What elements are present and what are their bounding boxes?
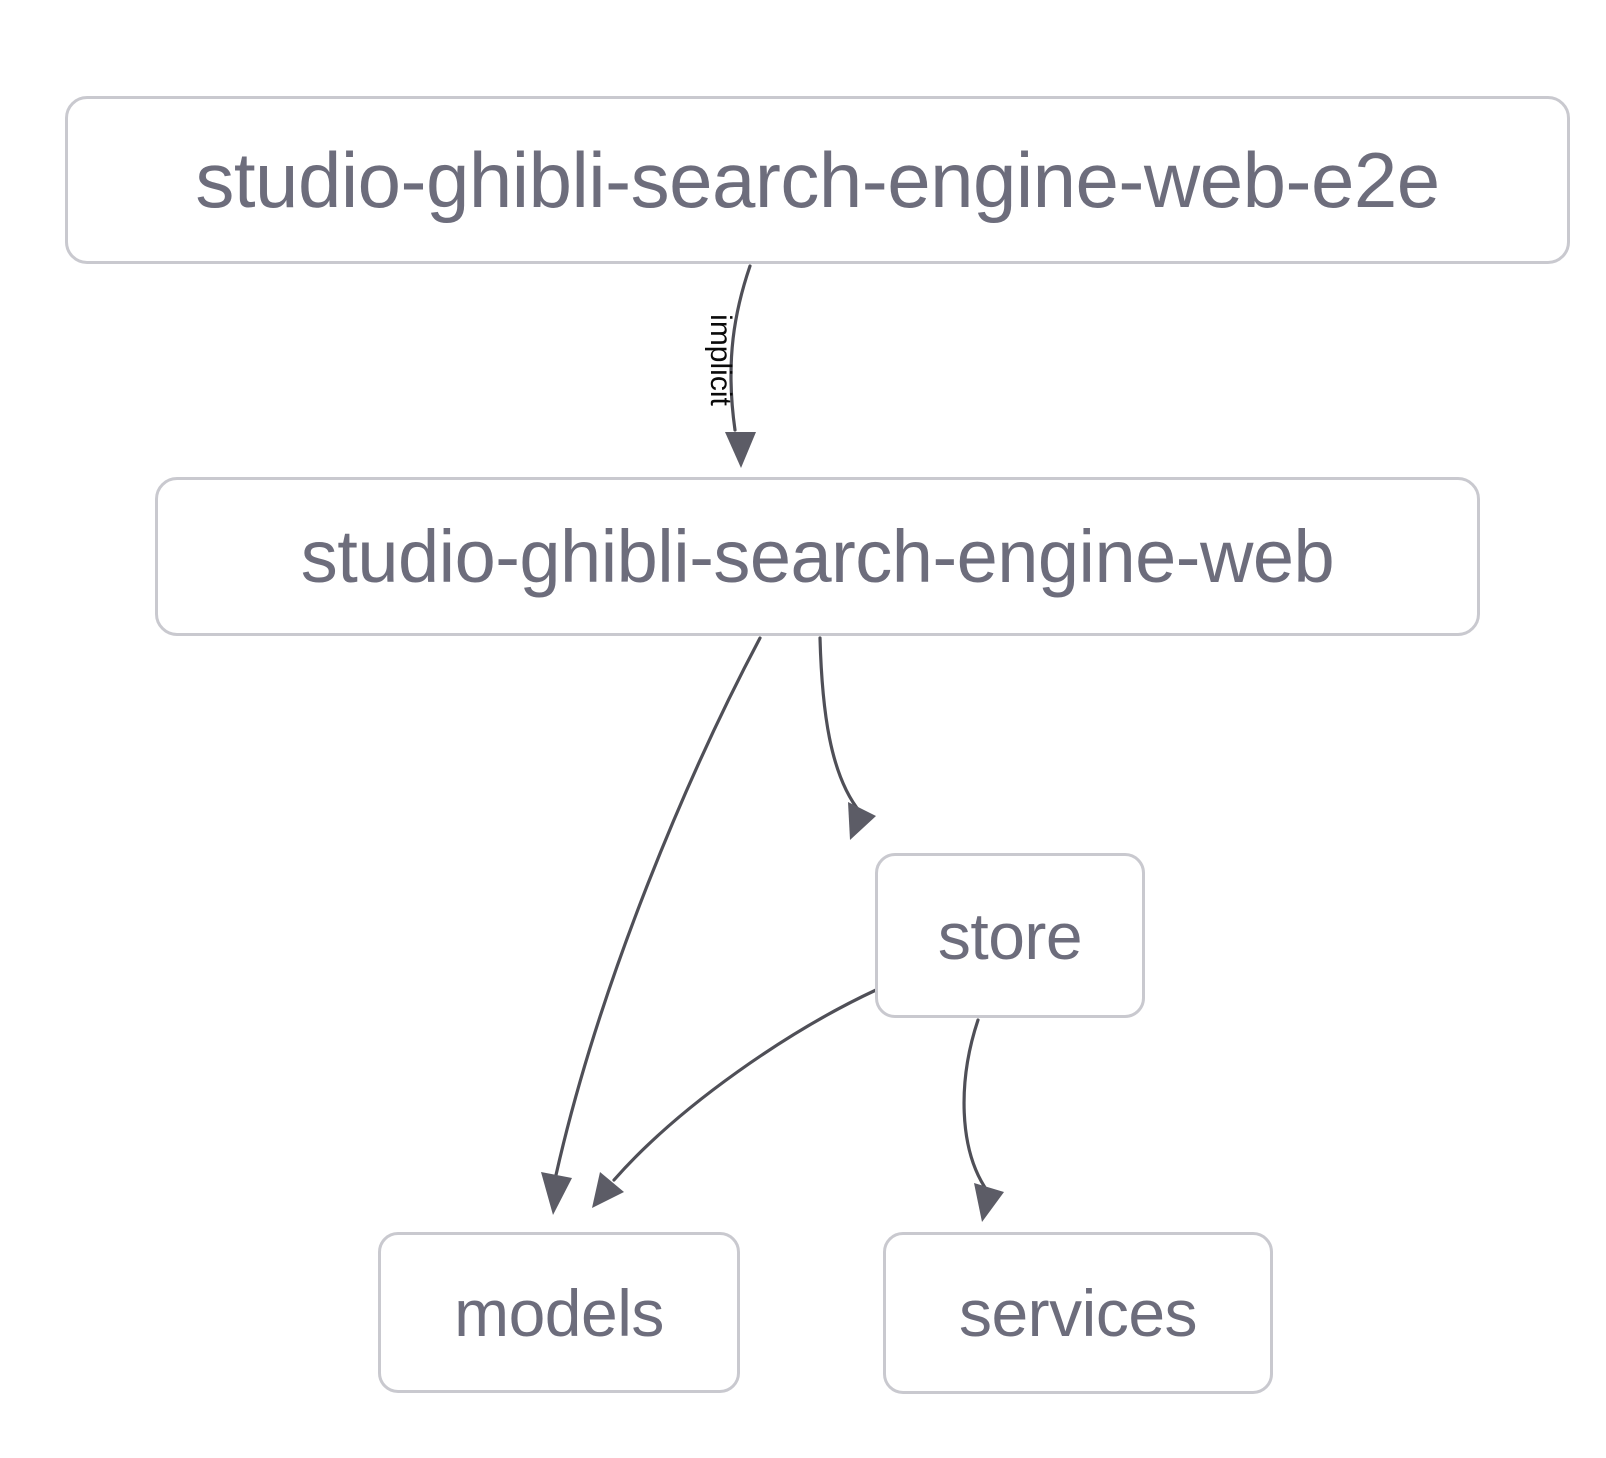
- node-label: studio-ghibli-search-engine-web: [300, 514, 1335, 598]
- node-label: models: [454, 1275, 664, 1350]
- edge-arrowhead-web-to-models: [541, 1172, 572, 1215]
- edge-web-to-models: [541, 636, 762, 1215]
- edge-e2e-to-web: [725, 264, 756, 468]
- edge-path-e2e-to-web: [729, 264, 752, 432]
- edge-path-web-to-models: [554, 636, 762, 1177]
- node-services[interactable]: services: [883, 1232, 1273, 1394]
- edge-path-store-to-models: [612, 988, 878, 1182]
- edge-path-store-to-services: [962, 1018, 990, 1194]
- node-label: store: [937, 898, 1083, 973]
- edge-label-implicit: implicit: [704, 314, 737, 406]
- node-label: services: [958, 1276, 1198, 1350]
- edge-web-to-store: [818, 636, 876, 840]
- node-studio-ghibli-search-engine-web-e2e[interactable]: studio-ghibli-search-engine-web-e2e: [65, 96, 1570, 264]
- edge-store-to-models: [592, 988, 878, 1208]
- edge-arrowhead-store-to-services: [974, 1183, 1004, 1222]
- edge-path-web-to-store: [818, 636, 862, 814]
- node-label: studio-ghibli-search-engine-web-e2e: [195, 136, 1440, 224]
- edge-arrowhead-web-to-store: [848, 802, 876, 840]
- edge-arrowhead-e2e-to-web: [725, 432, 756, 468]
- node-studio-ghibli-search-engine-web[interactable]: studio-ghibli-search-engine-web: [155, 477, 1480, 636]
- node-models[interactable]: models: [378, 1232, 740, 1393]
- edge-arrowhead-store-to-models: [592, 1172, 624, 1208]
- edge-store-to-services: [962, 1018, 1004, 1222]
- node-store[interactable]: store: [875, 853, 1145, 1018]
